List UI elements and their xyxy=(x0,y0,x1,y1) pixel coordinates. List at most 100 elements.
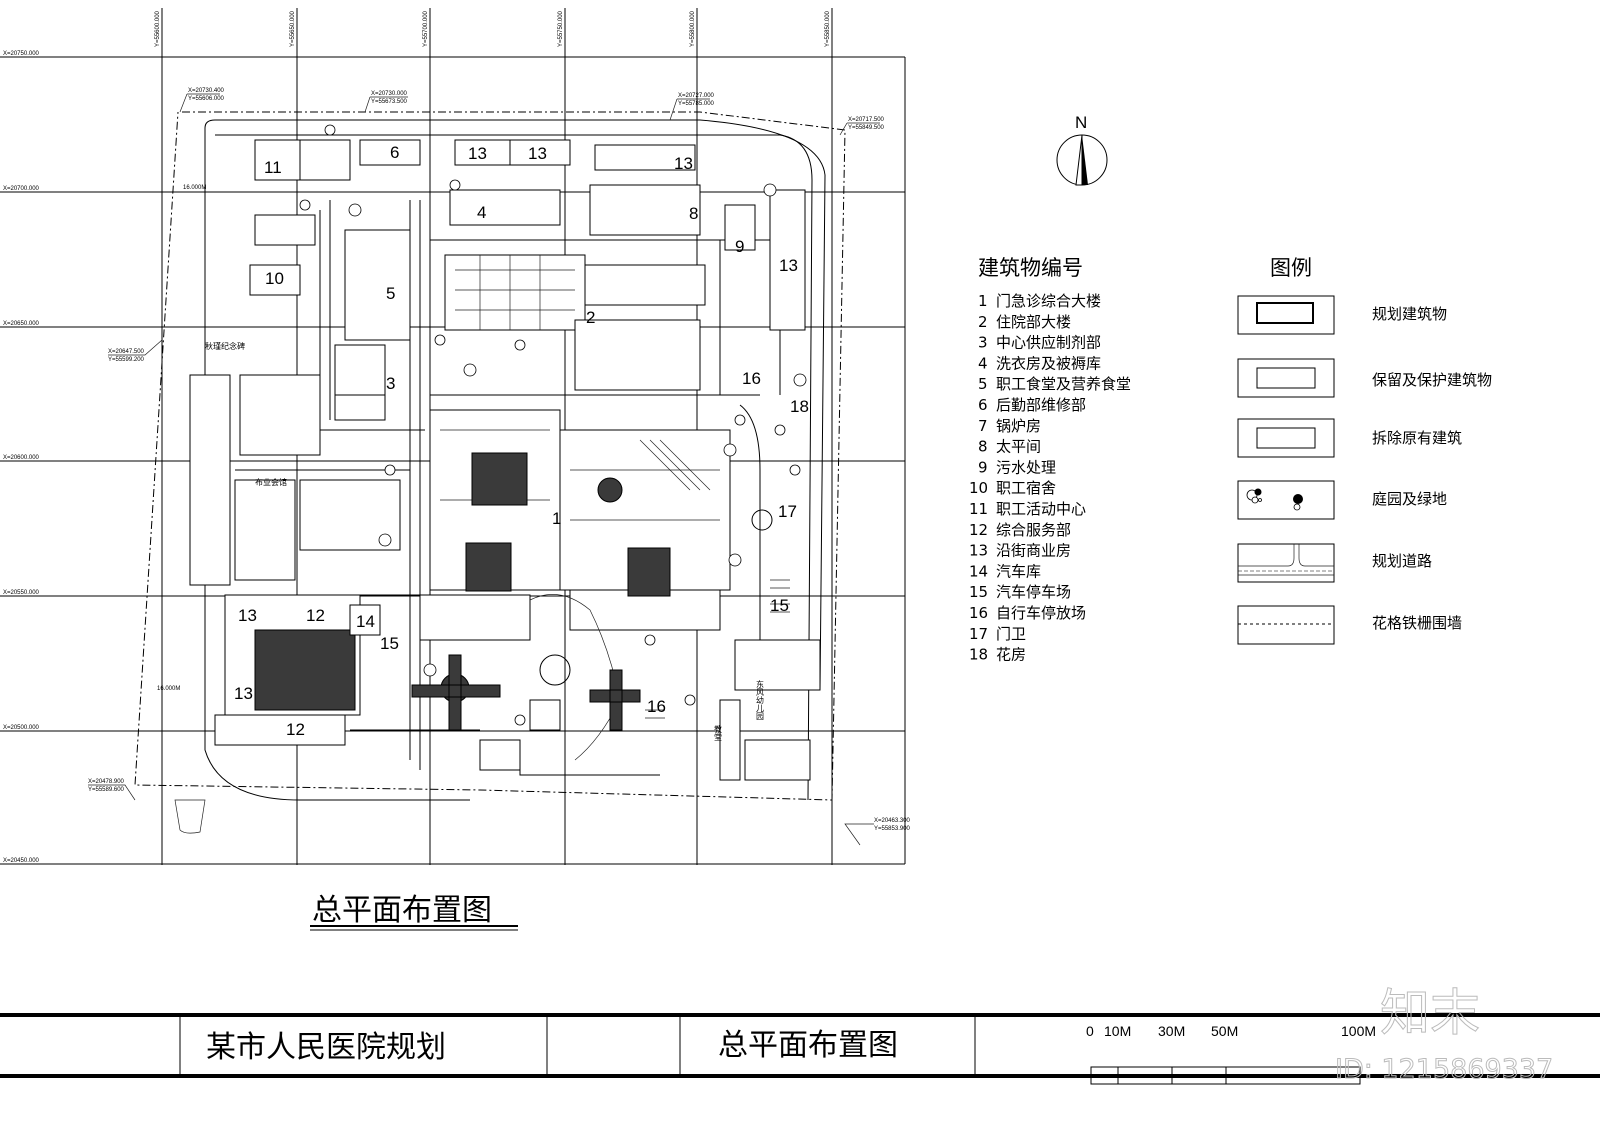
trees xyxy=(299,124,807,726)
plan-label: 15 xyxy=(380,634,399,653)
scale-label: 10M xyxy=(1104,1023,1131,1039)
building-number: 6 xyxy=(978,396,988,414)
building-number: 7 xyxy=(978,417,988,435)
building-number: 11 xyxy=(969,500,988,518)
legend-label: 规划道路 xyxy=(1372,552,1432,570)
building-index-item: 18 花房 xyxy=(969,646,1026,664)
legend-title: 图例 xyxy=(1270,256,1312,280)
plan-label: 13 xyxy=(779,256,798,275)
building-name: 太平间 xyxy=(996,438,1041,456)
building-name: 门急诊综合大楼 xyxy=(996,292,1101,310)
building-number: 13 xyxy=(969,542,988,560)
building-name: 洗衣房及被褥库 xyxy=(996,354,1101,372)
building-name: 锅炉房 xyxy=(996,417,1041,435)
coord-y: Y=55589.600 xyxy=(88,787,125,793)
coord-x: X=20730.400 xyxy=(188,88,225,94)
plan-label: 14 xyxy=(356,612,375,631)
road-symbol-icon xyxy=(1238,544,1334,576)
grid-y-label: Y=55750.000 xyxy=(558,10,564,47)
plan-title: 总平面布置图 xyxy=(312,893,492,928)
plan-label: 15 xyxy=(770,596,789,615)
building-name: 汽车停车场 xyxy=(996,583,1071,601)
coord-y: Y=55599.200 xyxy=(108,357,145,363)
coord-y: Y=55673.500 xyxy=(371,99,408,105)
building-number: 3 xyxy=(978,334,988,352)
building-name: 中心供应制剂部 xyxy=(996,334,1101,352)
legend-item: 规划建筑物 xyxy=(1237,295,1447,335)
north-arrow-icon xyxy=(1075,134,1083,186)
building-name: 花房 xyxy=(996,646,1026,664)
plan-label: 13 xyxy=(468,144,487,163)
grid-y-label: Y=55650.000 xyxy=(290,10,296,47)
title-block: 某市人民医院规划 总平面布置图 0 10M 30M 50M 100M xyxy=(0,1013,1600,1085)
legend-item: 拆除原有建筑 xyxy=(1237,418,1462,458)
demolished-building-symbol xyxy=(1256,427,1316,449)
road-width-label: 16.000M xyxy=(183,185,206,191)
legend-item: 规划道路 xyxy=(1237,543,1432,583)
grid-y-label: Y=55800.000 xyxy=(690,10,696,47)
scale-label: 50M xyxy=(1211,1023,1238,1039)
plan-building-labels: 11 6 13 13 13 4 8 9 13 10 5 2 3 16 18 1 … xyxy=(234,143,809,739)
building-name: 污水处理 xyxy=(996,458,1056,476)
scale-bar: 0 10M 30M 50M 100M xyxy=(1086,1023,1376,1085)
north-label: N xyxy=(1075,113,1087,132)
building-name: 综合服务部 xyxy=(996,521,1071,539)
grid-x-label: X=20450.000 xyxy=(3,858,40,864)
plan-label: 13 xyxy=(238,606,257,625)
grid-y-label: Y=55700.000 xyxy=(423,10,429,47)
scale-label: 0 xyxy=(1086,1023,1094,1039)
plan-label: 3 xyxy=(386,374,395,393)
plan-label: 5 xyxy=(386,284,395,303)
grid-x-labels: X=20750.000 X=20700.000 X=20650.000 X=20… xyxy=(3,51,40,864)
grid-x-label: X=20700.000 xyxy=(3,186,40,192)
project-name: 某市人民医院规划 xyxy=(206,1030,446,1065)
plan-label: 13 xyxy=(528,144,547,163)
coord-x: X=20730.000 xyxy=(371,91,408,97)
plan-label: 12 xyxy=(286,720,305,739)
grid-y-label: Y=55850.000 xyxy=(825,10,831,47)
grid-y-label: Y=55600.000 xyxy=(155,10,161,47)
coord-x: X=20647.500 xyxy=(108,349,145,355)
building-number: 10 xyxy=(969,479,988,497)
building-number: 5 xyxy=(978,375,988,393)
grid-y-labels: Y=55600.000 Y=55650.000 Y=55700.000 Y=55… xyxy=(155,10,831,47)
building-number: 2 xyxy=(978,313,988,331)
plan-annotations: 16.000M 16.000M 秋瑾纪念碑 布业会馆 东风幼儿园 教堂 xyxy=(157,185,765,741)
coord-y: Y=55606.000 xyxy=(188,96,225,102)
building-index-item: 3 中心供应制剂部 xyxy=(978,334,1101,352)
building-name: 沿街商业房 xyxy=(996,542,1071,560)
guild-hall-label: 布业会馆 xyxy=(255,477,287,487)
planned-building-symbol xyxy=(1256,302,1314,324)
coord-y: Y=55849.500 xyxy=(848,125,885,131)
building-name: 职工活动中心 xyxy=(996,500,1086,518)
grid-x-label: X=20650.000 xyxy=(3,321,40,327)
trees-symbol-icon xyxy=(1246,488,1303,511)
legend-label: 庭园及绿地 xyxy=(1372,490,1447,508)
north-arrow: N xyxy=(1056,113,1108,186)
north-arrow-fill xyxy=(1082,135,1088,185)
building-number: 16 xyxy=(969,604,988,622)
grid-x-label: X=20600.000 xyxy=(3,455,40,461)
plan-label: 8 xyxy=(689,204,698,223)
building-name: 汽车库 xyxy=(996,562,1041,580)
building-number: 18 xyxy=(969,646,988,664)
plan-label: 16 xyxy=(742,369,761,388)
coord-x: X=20478.900 xyxy=(88,779,125,785)
building-number: 17 xyxy=(969,625,988,643)
scale-label: 30M xyxy=(1158,1023,1185,1039)
plan-label: 4 xyxy=(477,203,486,222)
watermark-id: ID: 1215869337 xyxy=(1335,1054,1553,1085)
drawing-name: 总平面布置图 xyxy=(718,1028,898,1063)
scale-label: 100M xyxy=(1341,1023,1376,1039)
preserved-building-symbol xyxy=(1256,367,1316,389)
legend-item: 保留及保护建筑物 xyxy=(1237,358,1492,398)
plan-label: 9 xyxy=(735,237,744,256)
